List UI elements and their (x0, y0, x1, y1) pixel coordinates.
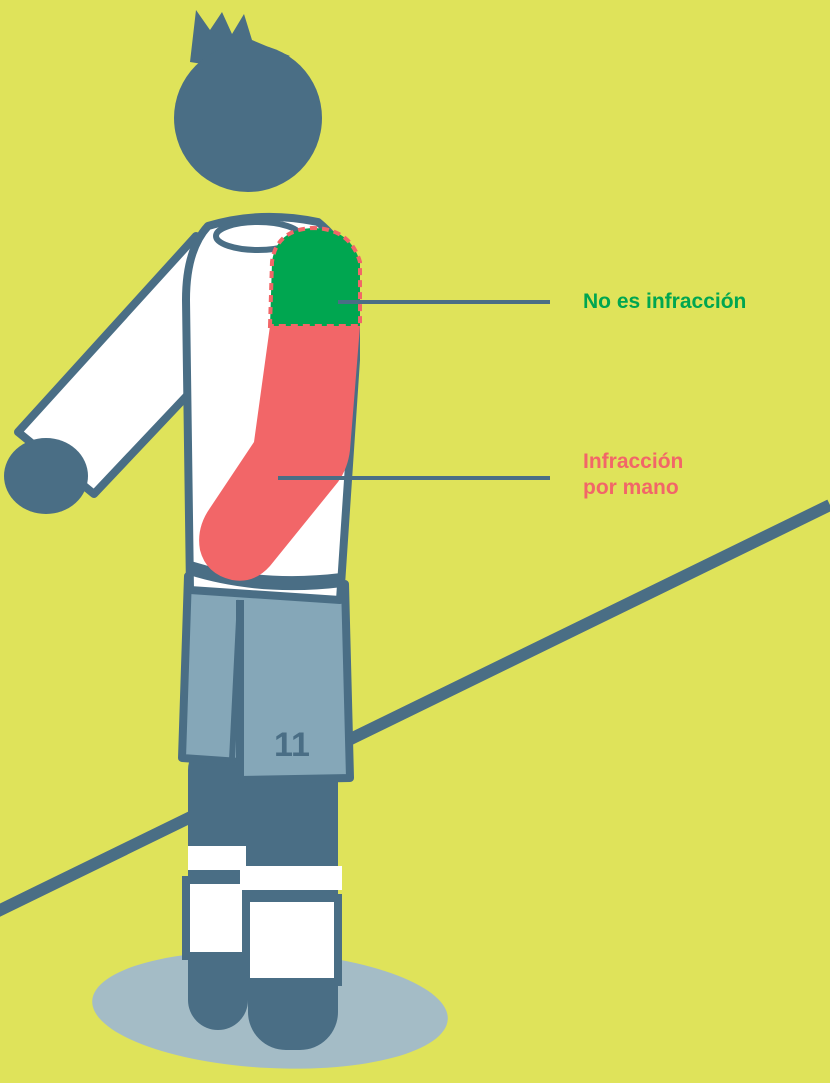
label-infraction-line2: por mano (583, 476, 679, 499)
jersey-number: 11 (274, 726, 310, 764)
label-no-infraction: No es infracción (583, 290, 747, 313)
player-shorts (178, 572, 354, 784)
label-infraction-line1: Infracción (583, 450, 684, 473)
pitch-line (0, 499, 830, 917)
infraction-zone (199, 326, 360, 581)
player-left-arm (4, 232, 200, 514)
allowed-zone (267, 225, 362, 328)
label-infraction: Infracción por mano (583, 449, 683, 501)
player-head (174, 10, 322, 192)
player-legs (182, 740, 342, 1050)
